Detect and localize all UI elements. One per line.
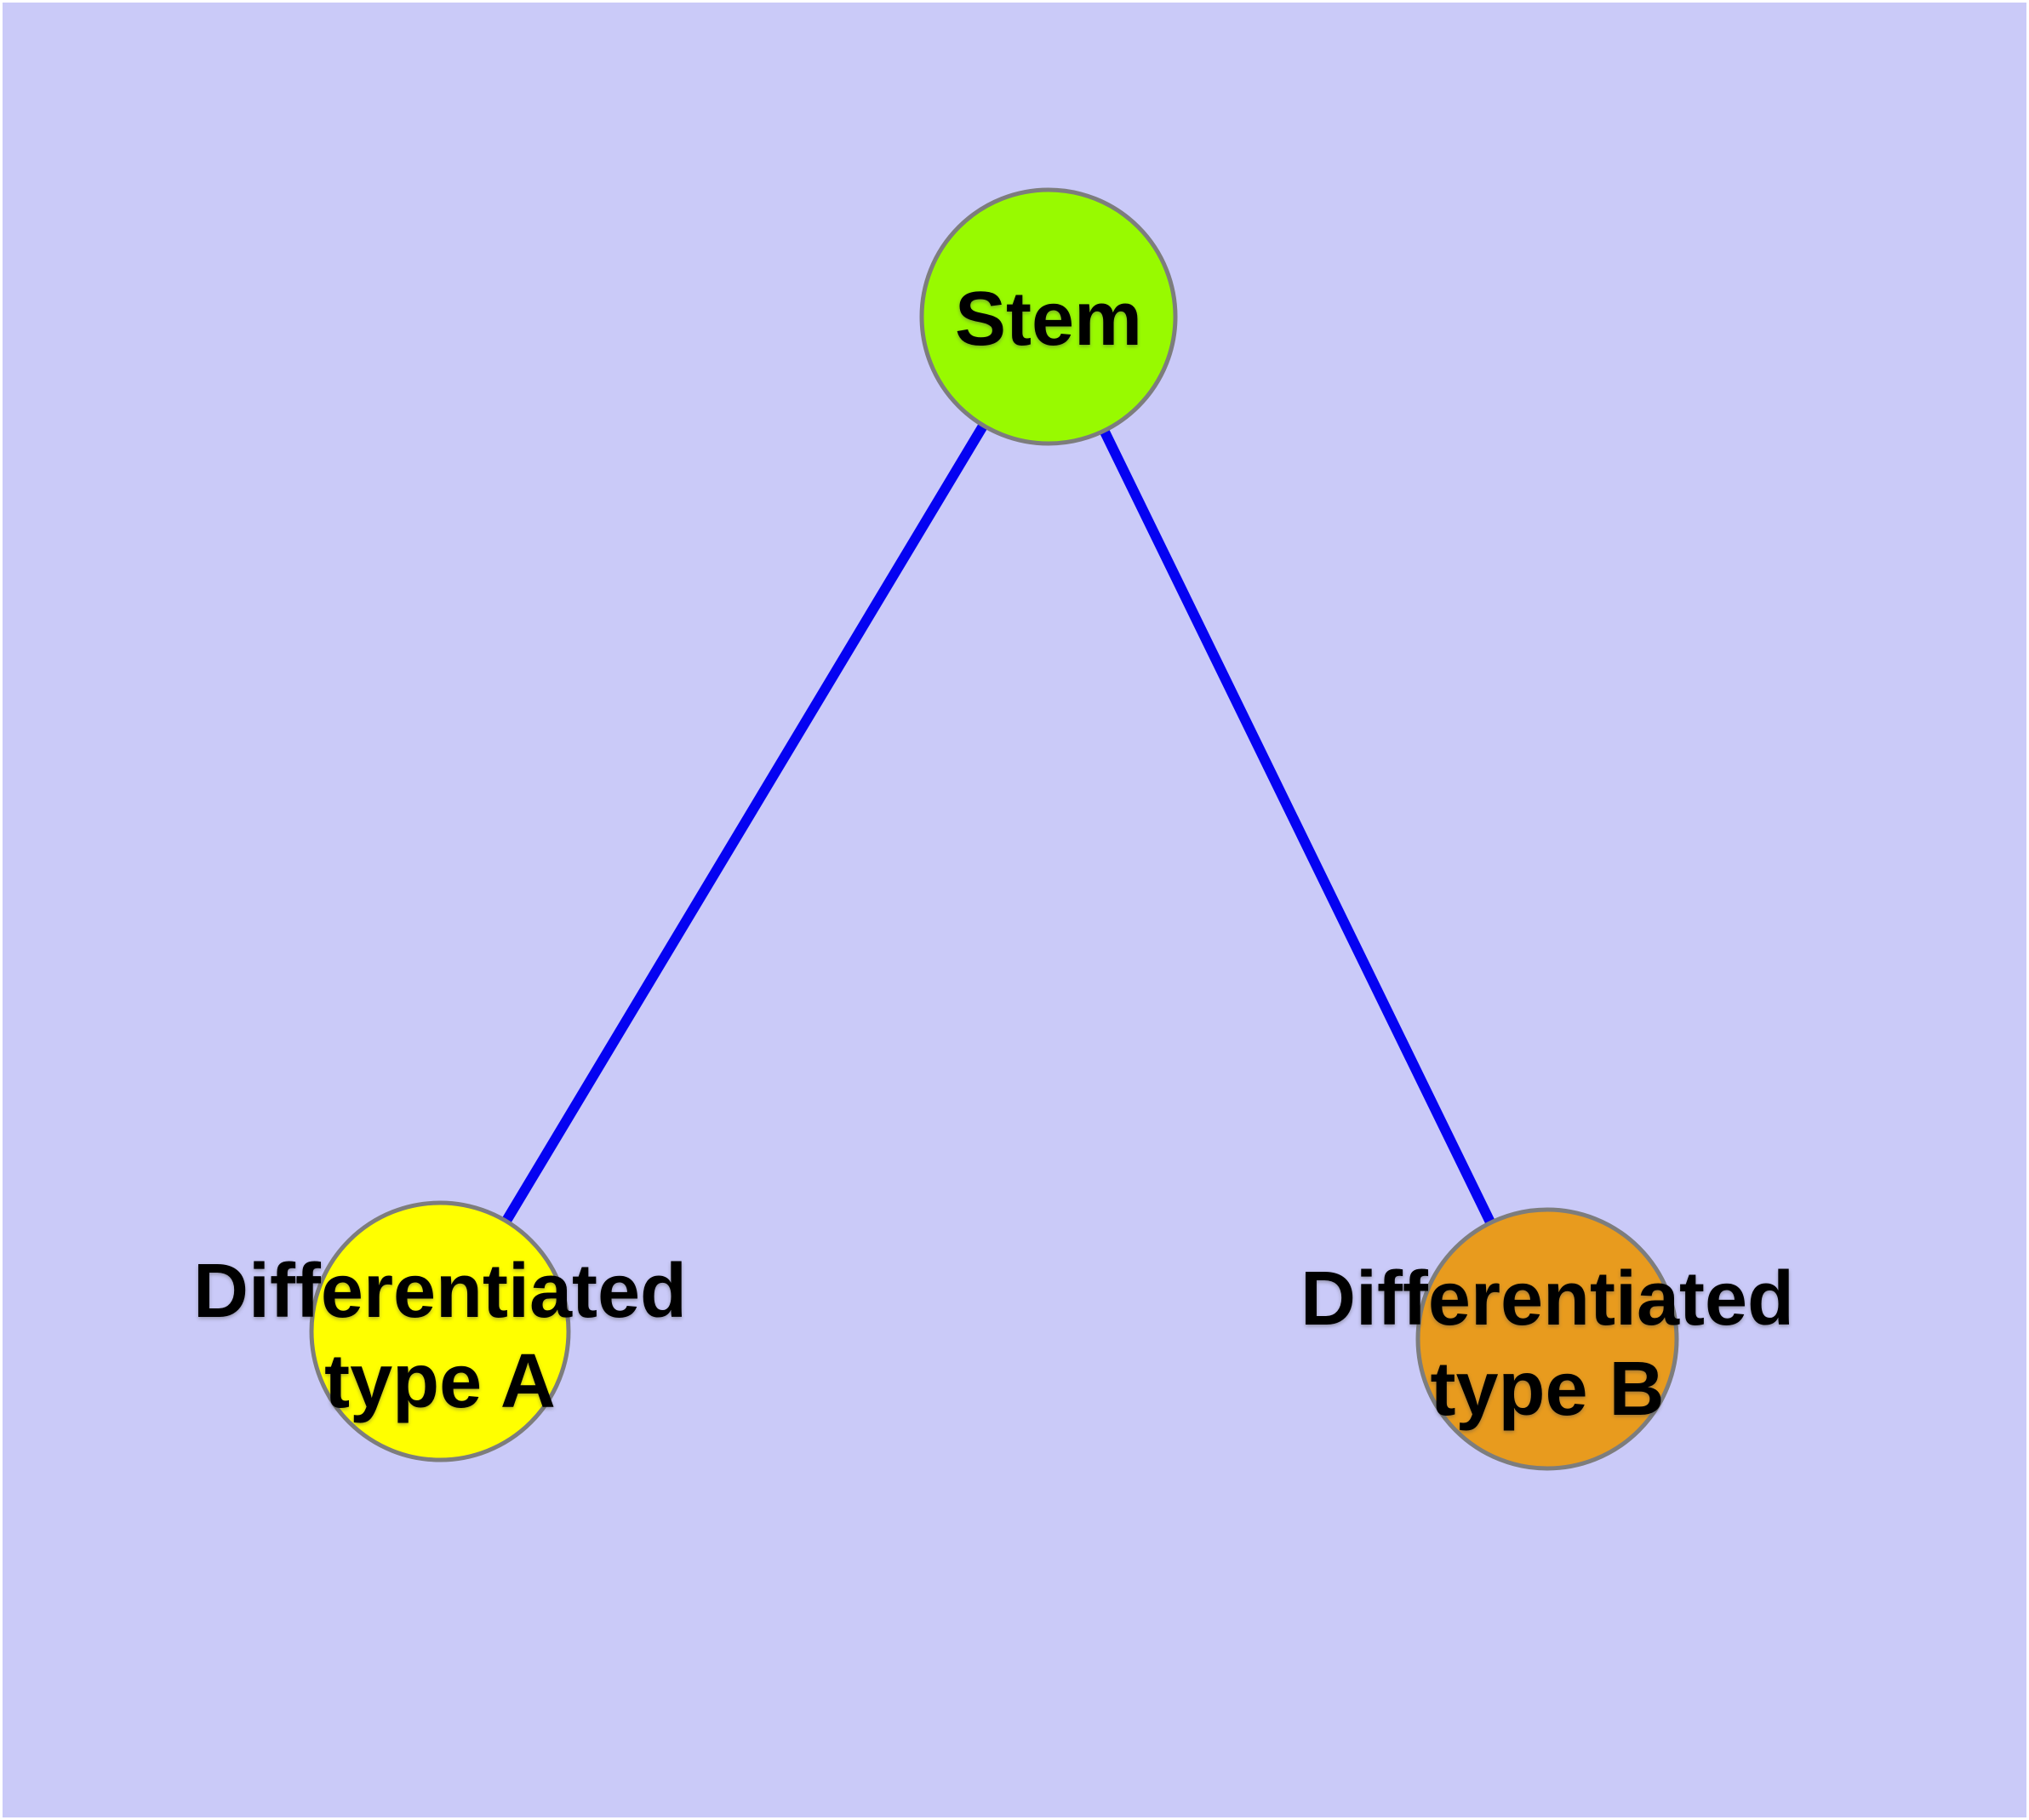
node-stem <box>919 187 1178 446</box>
node-type-b-label-line2: type B <box>1430 1347 1664 1432</box>
edge-stem-to-type-b <box>1043 314 1552 1342</box>
node-stem-label: Stem <box>955 277 1142 362</box>
edge-stem-to-type-a <box>435 313 1054 1335</box>
node-differentiated-type-b <box>1415 1207 1679 1471</box>
node-differentiated-type-a <box>309 1200 571 1462</box>
node-type-b-label-line1: Differentiated <box>1300 1256 1794 1342</box>
node-type-a-label-line2: type A <box>324 1339 556 1424</box>
node-type-a-label-line1: Differentiated <box>193 1249 687 1334</box>
